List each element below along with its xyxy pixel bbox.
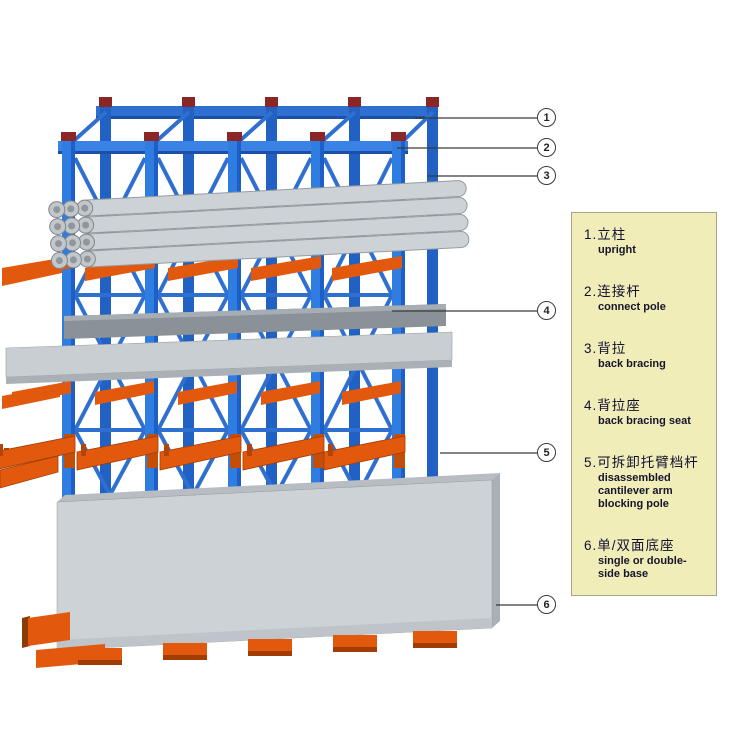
bottom-box-group [56, 473, 500, 651]
callout-1: 1 [537, 108, 556, 127]
legend-item-blocking-pole: 5.可拆卸托臂档杆 disassembled cantilever arm bl… [584, 455, 708, 511]
legend-label-en: connect pole [598, 300, 666, 313]
legend-panel: 1.立柱 upright 2.连接杆 connect pole 3.背拉 bac… [571, 212, 717, 596]
lower-arms-group [0, 434, 406, 489]
legend-item-connect-pole: 2.连接杆 connect pole [584, 284, 708, 314]
legend-item-back-bracing: 3.背拉 back bracing [584, 341, 708, 371]
callout-2: 2 [537, 138, 556, 157]
callout-4: 4 [537, 301, 556, 320]
legend-label-zh: 3.背拉 [584, 341, 627, 357]
middle-arms-group [2, 381, 401, 409]
legend-label-en: disassembled cantilever arm blocking pol… [598, 472, 673, 510]
legend-label-zh: 2.连接杆 [584, 284, 641, 300]
callout-5: 5 [537, 443, 556, 462]
callout-6: 6 [537, 595, 556, 614]
legend-item-base: 6.单/双面底座 single or double-side base [584, 538, 708, 581]
legend-item-upright: 1.立柱 upright [584, 227, 708, 257]
legend-label-en: single or double-side base [598, 555, 687, 581]
legend-label-en: back bracing [598, 357, 666, 370]
middle-shelf-group [5, 304, 453, 384]
top-arms-group [2, 256, 402, 286]
legend-label-en: upright [598, 243, 636, 256]
legend-label-zh: 5.可拆卸托臂档杆 [584, 455, 699, 471]
legend-label-zh: 6.单/双面底座 [584, 538, 675, 554]
pipes-load-group [48, 180, 470, 270]
legend-item-back-bracing-seat: 4.背拉座 back bracing seat [584, 398, 708, 428]
legend-label-zh: 1.立柱 [584, 227, 627, 242]
callout-3: 3 [537, 166, 556, 185]
legend-label-en: back bracing seat [598, 415, 691, 428]
legend-label-zh: 4.背拉座 [584, 398, 641, 414]
base-group [22, 612, 457, 668]
leader-lines-group [392, 117, 537, 606]
